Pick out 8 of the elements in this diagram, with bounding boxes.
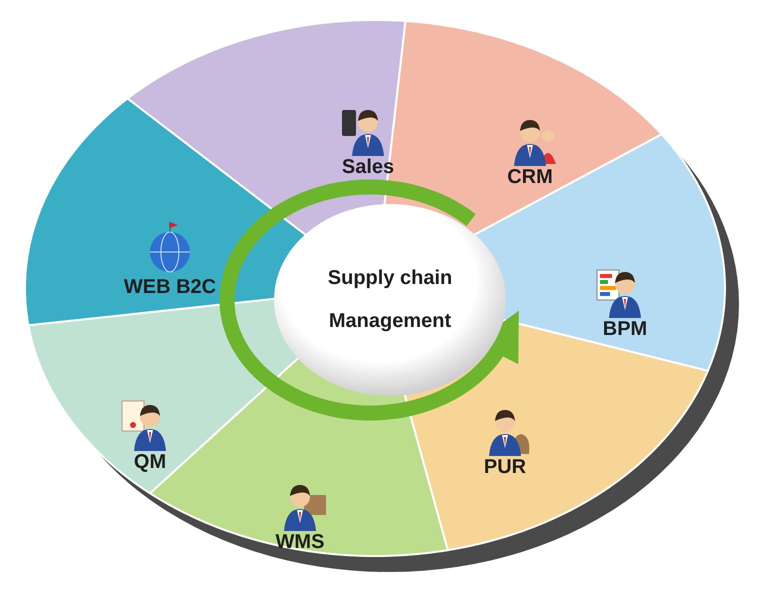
segment-label: PUR: [484, 456, 526, 479]
center-title: Supply chain Management: [326, 266, 454, 334]
segment-label: BPM: [602, 318, 648, 341]
segment-label: CRM: [507, 166, 553, 189]
segment-label: WMS: [276, 531, 324, 554]
segment-label: Sales: [342, 156, 394, 179]
segment-label: QM: [134, 451, 166, 474]
segment-label: WEB B2C: [124, 276, 216, 299]
